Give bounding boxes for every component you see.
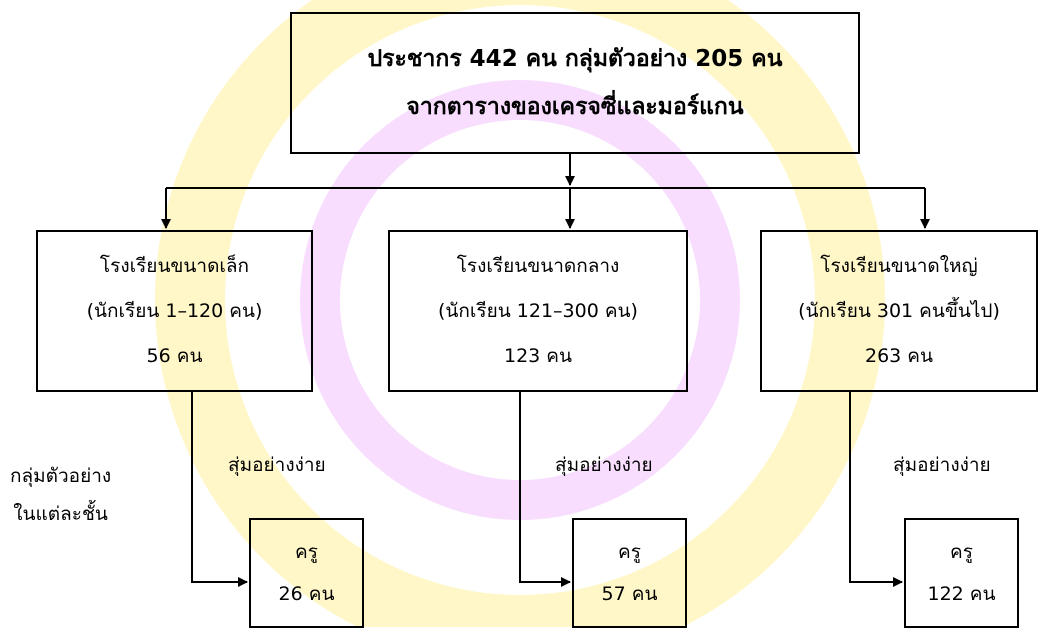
school-name: โรงเรียนขนาดใหญ่ [820,254,978,277]
population-line-2: จากตารางของเครจซี่และมอร์แกน [406,94,744,120]
school-range: (นักเรียน 301 คนขึ้นไป) [798,299,1000,322]
school-box-large: โรงเรียนขนาดใหญ่ (นักเรียน 301 คนขึ้นไป)… [760,230,1038,392]
teacher-title: ครู [950,541,973,563]
school-count: 123 คน [503,344,572,367]
teacher-box-large: ครู 122 คน [904,518,1019,628]
school-count: 263 คน [864,344,933,367]
teacher-title: ครู [618,541,641,563]
sampling-method-label-3: สุ่มอย่างง่าย [893,454,991,476]
sampling-method-label-1: สุ่มอย่างง่าย [228,454,326,476]
population-line-1: ประชากร 442 คน กลุ่มตัวอย่าง 205 คน [367,46,783,72]
teacher-box-medium: ครู 57 คน [572,518,687,628]
school-range: (นักเรียน 1–120 คน) [86,299,263,322]
teacher-count: 122 คน [927,583,996,605]
elbow-small-school [191,392,248,587]
population-box: ประชากร 442 คน กลุ่มตัวอย่าง 205 คน จากต… [290,12,860,154]
teacher-count: 26 คน [278,583,335,605]
school-range: (นักเรียน 121–300 คน) [438,299,638,322]
teacher-count: 57 คน [601,583,658,605]
school-name: โรงเรียนขนาดกลาง [456,254,620,277]
sample-label-line-2: ในแต่ละชั้น [13,503,108,525]
sample-label-line-1: กลุ่มตัวอย่าง [10,465,112,487]
sampling-method-label-2: สุ่มอย่างง่าย [555,454,653,476]
elbow-large-school [849,392,903,587]
school-count: 56 คน [146,344,203,367]
elbow-medium-school [519,392,571,587]
teacher-title: ครู [295,541,318,563]
sample-per-stratum-label: กลุ่มตัวอย่าง ในแต่ละชั้น [10,457,111,533]
teacher-box-small: ครู 26 คน [249,518,364,628]
school-box-small: โรงเรียนขนาดเล็ก (นักเรียน 1–120 คน) 56 … [36,230,313,392]
school-box-medium: โรงเรียนขนาดกลาง (นักเรียน 121–300 คน) 1… [388,230,688,392]
school-name: โรงเรียนขนาดเล็ก [99,254,250,277]
